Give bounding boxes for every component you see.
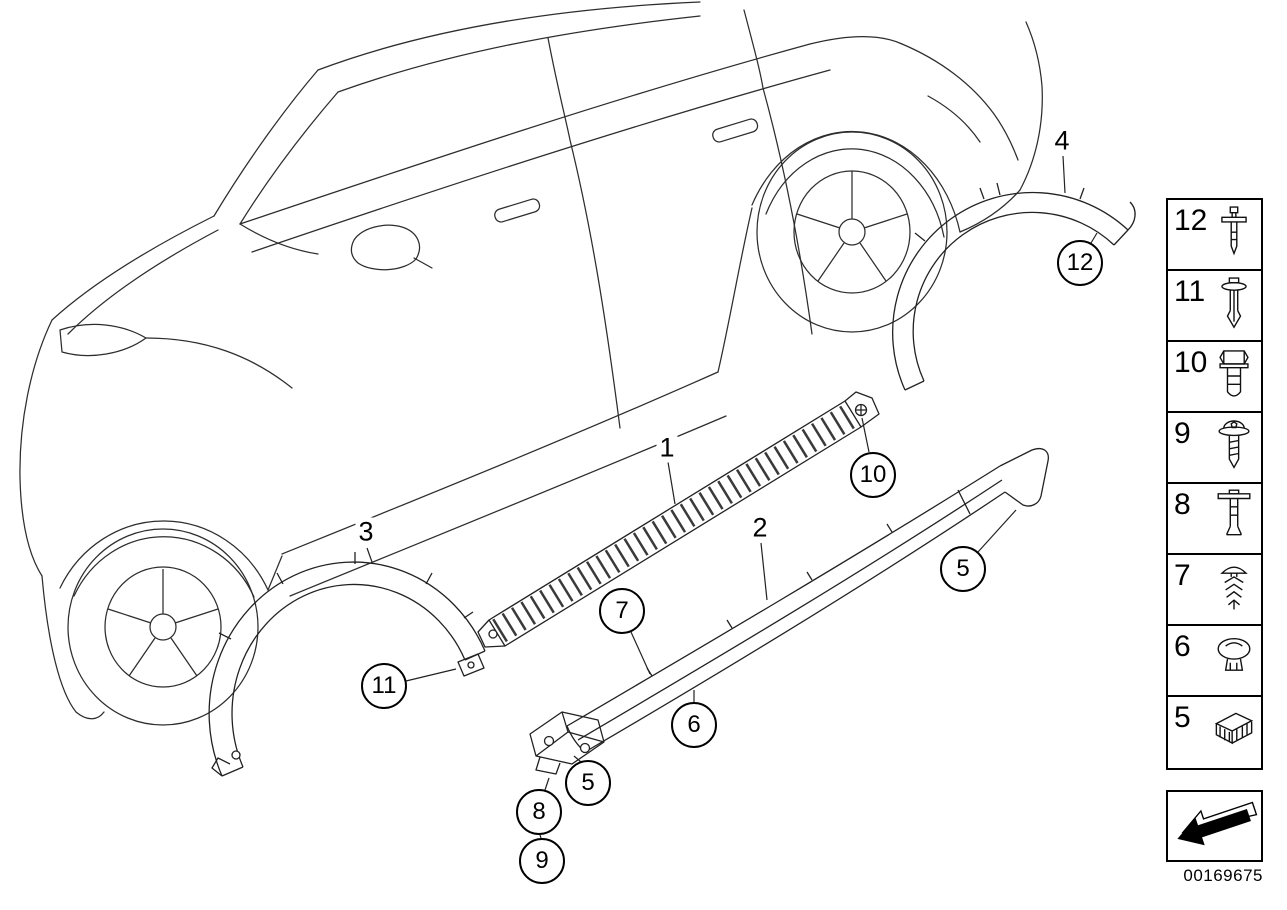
front-wheel bbox=[67, 528, 259, 726]
hex-bolt-icon bbox=[1208, 345, 1260, 407]
rear-wheel bbox=[756, 131, 948, 333]
callout-balloon-7[interactable]: 7 bbox=[599, 588, 645, 634]
support-bracket-icon bbox=[1208, 700, 1260, 762]
legend-number: 7 bbox=[1174, 559, 1191, 592]
callout-balloon-8[interactable]: 8 bbox=[516, 789, 562, 835]
back-arrow-button[interactable] bbox=[1166, 790, 1263, 862]
screw-with-washer-icon bbox=[1208, 416, 1260, 478]
legend-row-10[interactable]: 10 bbox=[1168, 342, 1261, 413]
fastener-legend: 12 11 bbox=[1166, 198, 1263, 770]
legend-row-11[interactable]: 11 bbox=[1168, 271, 1261, 342]
spring-nut-clip-icon bbox=[1208, 629, 1260, 691]
part-front-arch-trim bbox=[208, 552, 486, 777]
callout-balloon-5-left[interactable]: 5 bbox=[565, 760, 611, 806]
legend-number: 6 bbox=[1174, 630, 1191, 663]
expansion-rivet-icon bbox=[1208, 274, 1260, 336]
leader-lines bbox=[366, 155, 1098, 839]
callout-balloon-9[interactable]: 9 bbox=[519, 838, 565, 884]
callout-label-4[interactable]: 4 bbox=[1051, 126, 1073, 156]
part-sill-carrier bbox=[477, 391, 880, 648]
legend-number: 8 bbox=[1174, 488, 1191, 521]
legend-number: 9 bbox=[1174, 417, 1191, 450]
legend-row-5[interactable]: 5 bbox=[1168, 697, 1261, 768]
legend-number: 12 bbox=[1174, 204, 1208, 237]
legend-row-6[interactable]: 6 bbox=[1168, 626, 1261, 697]
legend-row-12[interactable]: 12 bbox=[1168, 200, 1261, 271]
callout-balloon-6[interactable]: 6 bbox=[671, 702, 717, 748]
legend-number: 5 bbox=[1174, 701, 1191, 734]
callout-label-3[interactable]: 3 bbox=[355, 517, 377, 547]
fir-tree-clip-icon bbox=[1208, 558, 1260, 620]
callout-label-2[interactable]: 2 bbox=[749, 513, 771, 543]
legend-number: 11 bbox=[1174, 275, 1206, 308]
car-outline bbox=[19, 1, 1043, 720]
legend-row-9[interactable]: 9 bbox=[1168, 413, 1261, 484]
callout-balloon-12[interactable]: 12 bbox=[1057, 240, 1103, 286]
callout-balloon-5-right[interactable]: 5 bbox=[940, 546, 986, 592]
legend-row-8[interactable]: 8 bbox=[1168, 484, 1261, 555]
blind-rivet-icon bbox=[1208, 203, 1260, 265]
back-arrow-icon bbox=[1176, 801, 1257, 846]
callout-label-1[interactable]: 1 bbox=[656, 433, 678, 463]
legend-number: 10 bbox=[1174, 346, 1208, 379]
doc-number: 00169675 bbox=[1183, 866, 1263, 885]
callout-balloon-11[interactable]: 11 bbox=[361, 663, 407, 709]
legend-row-7[interactable]: 7 bbox=[1168, 555, 1261, 626]
part-rear-arch-trim bbox=[892, 182, 1136, 391]
expanding-rivet-icon bbox=[1208, 487, 1260, 549]
callout-balloon-10[interactable]: 10 bbox=[850, 452, 896, 498]
